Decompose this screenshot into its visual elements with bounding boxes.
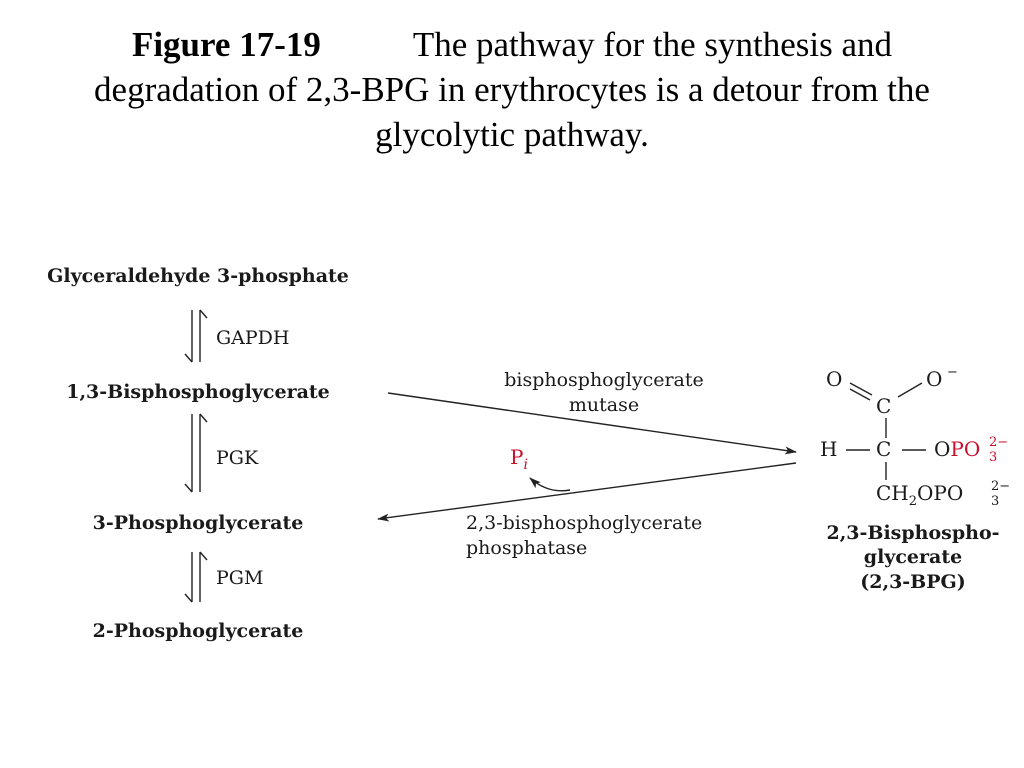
equilibrium-arrow-pgk [184, 413, 208, 493]
opo3-subscript: 3 [991, 494, 999, 509]
equilibrium-arrow-gapdh [184, 309, 208, 363]
2-phosphoglycerate: 2-Phosphoglycerate [93, 620, 304, 642]
group-opo3: OPO [934, 437, 980, 461]
bpg-name-line-2: glycerate [864, 546, 962, 568]
glyceraldehyde-3-phosphate: Glyceraldehyde 3-phosphate [47, 265, 349, 287]
opo3-superscript: 2− [991, 479, 1010, 494]
atom-o-minus: O [926, 367, 942, 391]
bpg-name-line-1: 2,3-Bisphospho- [826, 522, 999, 544]
charge-minus: − [947, 365, 958, 380]
phosphatase-arrow [377, 462, 797, 522]
3-phosphoglycerate: 3-Phosphoglycerate [93, 512, 304, 534]
enzyme-mutase-line-1: bisphosphoglycerate [504, 369, 704, 391]
atom-o-double: O [826, 367, 842, 391]
bpg-structure: O O − C H C OPO 3 2− CH2OPO 3 2− [820, 365, 1010, 509]
enzyme-mutase-line-2: mutase [569, 394, 639, 416]
enzyme-pgm: PGM [216, 567, 263, 589]
atom-c-mid: C [876, 437, 891, 461]
caption-line-1: The pathway for the synthesis and [412, 25, 893, 64]
pi-release-arrow [529, 477, 571, 492]
equilibrium-arrow-pgm [184, 551, 208, 603]
pi-label: Pi [510, 445, 528, 473]
po3-subscript: 3 [989, 450, 997, 465]
atom-c-top: C [876, 394, 891, 418]
enzyme-pgk: PGK [216, 447, 259, 469]
atom-h: H [820, 437, 837, 461]
enzyme-phosphatase-line-1: 2,3-bisphosphoglycerate [466, 512, 702, 534]
group-ch2opo3: CH2OPO [876, 481, 963, 509]
mutase-arrow [387, 392, 797, 455]
caption-line-2: degradation of 2,3-BPG in erythrocytes i… [94, 70, 930, 109]
figure-caption: Figure 17-19 The pathway for the synthesi… [0, 22, 1024, 157]
enzyme-phosphatase-line-2: phosphatase [466, 537, 587, 559]
po3-superscript: 2− [989, 435, 1008, 450]
caption-line-3: glycolytic pathway. [375, 115, 649, 154]
1-3-bisphosphoglycerate: 1,3-Bisphosphoglycerate [66, 381, 330, 403]
bpg-name-line-3: (2,3-BPG) [860, 571, 966, 593]
figure-label: Figure 17-19 [131, 25, 321, 64]
enzyme-gapdh: GAPDH [216, 327, 290, 349]
